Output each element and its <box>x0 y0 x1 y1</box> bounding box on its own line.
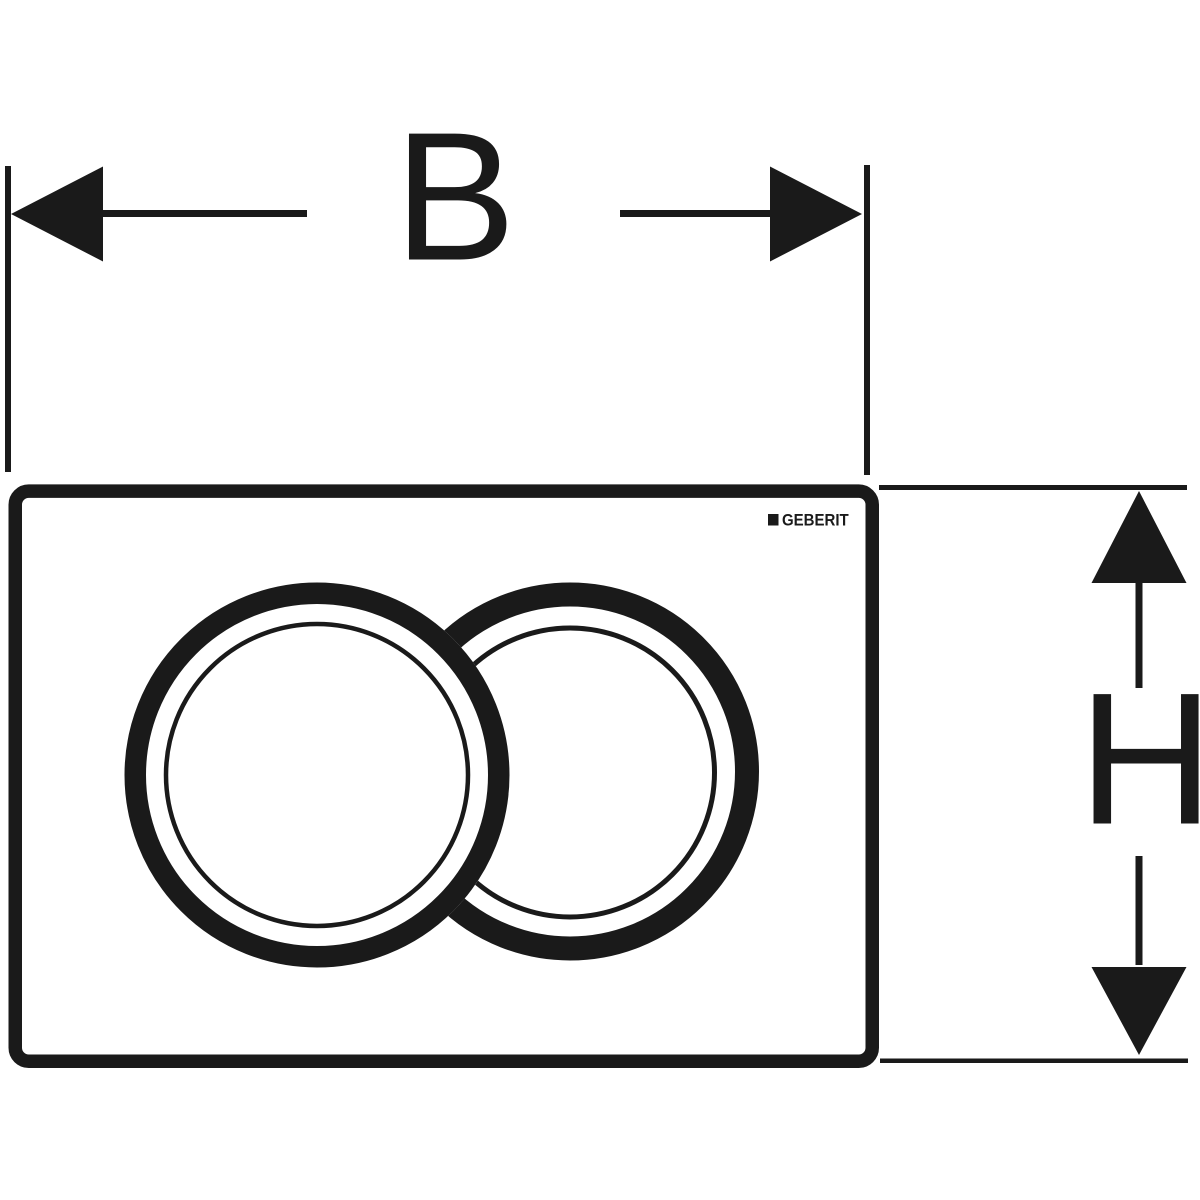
svg-text:B: B <box>394 94 516 299</box>
svg-text:H: H <box>1078 654 1200 864</box>
svg-text:GEBERIT: GEBERIT <box>782 512 849 530</box>
